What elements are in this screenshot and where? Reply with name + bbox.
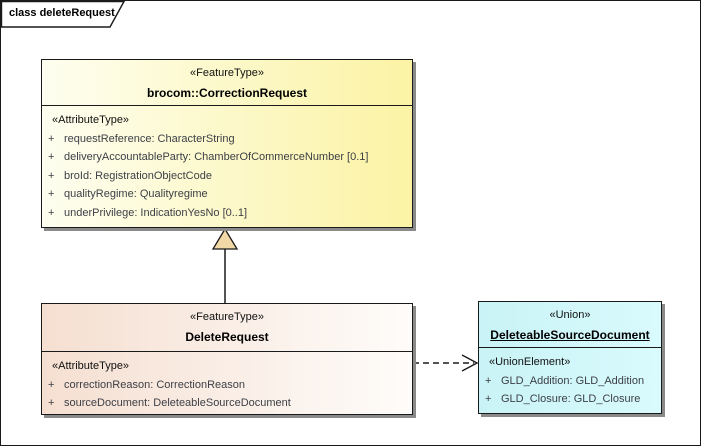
visibility-marker: +: [48, 169, 55, 182]
generalization-arrowhead-icon[interactable]: [211, 227, 239, 250]
compartment-stereotype: «AttributeType»: [52, 360, 130, 372]
attribute-row[interactable]: + broId: RegistrationObjectCode: [42, 167, 412, 186]
visibility-marker: +: [48, 378, 55, 391]
visibility-marker: +: [48, 188, 55, 200]
attribute-row[interactable]: + deliveryAccountableParty: ChamberOfCom…: [42, 148, 412, 167]
class-box-deleterequest[interactable]: «FeatureType» DeleteRequest «AttributeTy…: [41, 303, 413, 415]
class-name: DeleteableSourceDocument: [490, 328, 650, 342]
compartment-stereotype: «AttributeType»: [52, 114, 130, 126]
dependency-arrowhead-icon[interactable]: [461, 354, 479, 372]
class-stereotype: «Union»: [549, 309, 591, 321]
frame-tab: [1, 1, 126, 28]
class-header: «FeatureType» DeleteRequest: [42, 304, 412, 352]
attribute-text: deliveryAccountableParty: ChamberOfComme…: [64, 151, 369, 163]
class-header: «FeatureType» brocom::CorrectionRequest: [42, 60, 412, 106]
visibility-marker: +: [48, 132, 55, 145]
diagram-frame-label: class deleteRequest: [9, 7, 115, 19]
attribute-row[interactable]: + qualityRegime: Qualityregime: [42, 185, 412, 204]
attribute-text: sourceDocument: DeleteableSourceDocument: [64, 397, 291, 409]
attribute-text: correctionReason: CorrectionReason: [64, 378, 245, 391]
attribute-compartment: «AttributeType» + requestReference: Char…: [42, 106, 412, 222]
attribute-text: underPrivilege: IndicationYesNo [0..1]: [64, 206, 248, 219]
class-stereotype: «FeatureType»: [190, 67, 264, 79]
attribute-row[interactable]: + GLD_Addition: GLD_Addition: [479, 372, 661, 391]
visibility-marker: +: [485, 374, 492, 387]
visibility-marker: +: [485, 393, 492, 405]
attribute-text: qualityRegime: Qualityregime: [64, 188, 208, 200]
class-box-deleteablesourcedocument[interactable]: «Union» DeleteableSourceDocument «UnionE…: [478, 301, 662, 414]
visibility-marker: +: [48, 397, 55, 409]
attribute-row[interactable]: + sourceDocument: DeleteableSourceDocume…: [42, 394, 412, 413]
class-stereotype: «FeatureType»: [190, 311, 264, 323]
attribute-row[interactable]: + GLD_Closure: GLD_Closure: [479, 390, 661, 409]
attribute-row[interactable]: + requestReference: CharacterString: [42, 130, 412, 149]
visibility-marker: +: [48, 151, 55, 163]
attribute-compartment: «AttributeType» + correctionReason: Corr…: [42, 352, 412, 413]
visibility-marker: +: [48, 206, 55, 219]
class-name: DeleteRequest: [185, 330, 269, 344]
compartment-stereotype: «UnionElement»: [489, 356, 571, 368]
attribute-row[interactable]: + underPrivilege: IndicationYesNo [0..1]: [42, 204, 412, 223]
attribute-text: GLD_Addition: GLD_Addition: [501, 374, 645, 387]
attribute-compartment: «UnionElement» + GLD_Addition: GLD_Addit…: [479, 348, 661, 409]
attribute-text: requestReference: CharacterString: [64, 132, 235, 145]
class-box-correctionrequest[interactable]: «FeatureType» brocom::CorrectionRequest …: [41, 59, 413, 228]
class-name: brocom::CorrectionRequest: [146, 86, 307, 100]
class-header: «Union» DeleteableSourceDocument: [479, 302, 661, 348]
attribute-row[interactable]: + correctionReason: CorrectionReason: [42, 376, 412, 395]
attribute-text: GLD_Closure: GLD_Closure: [501, 393, 641, 405]
attribute-text: broId: RegistrationObjectCode: [64, 169, 212, 182]
